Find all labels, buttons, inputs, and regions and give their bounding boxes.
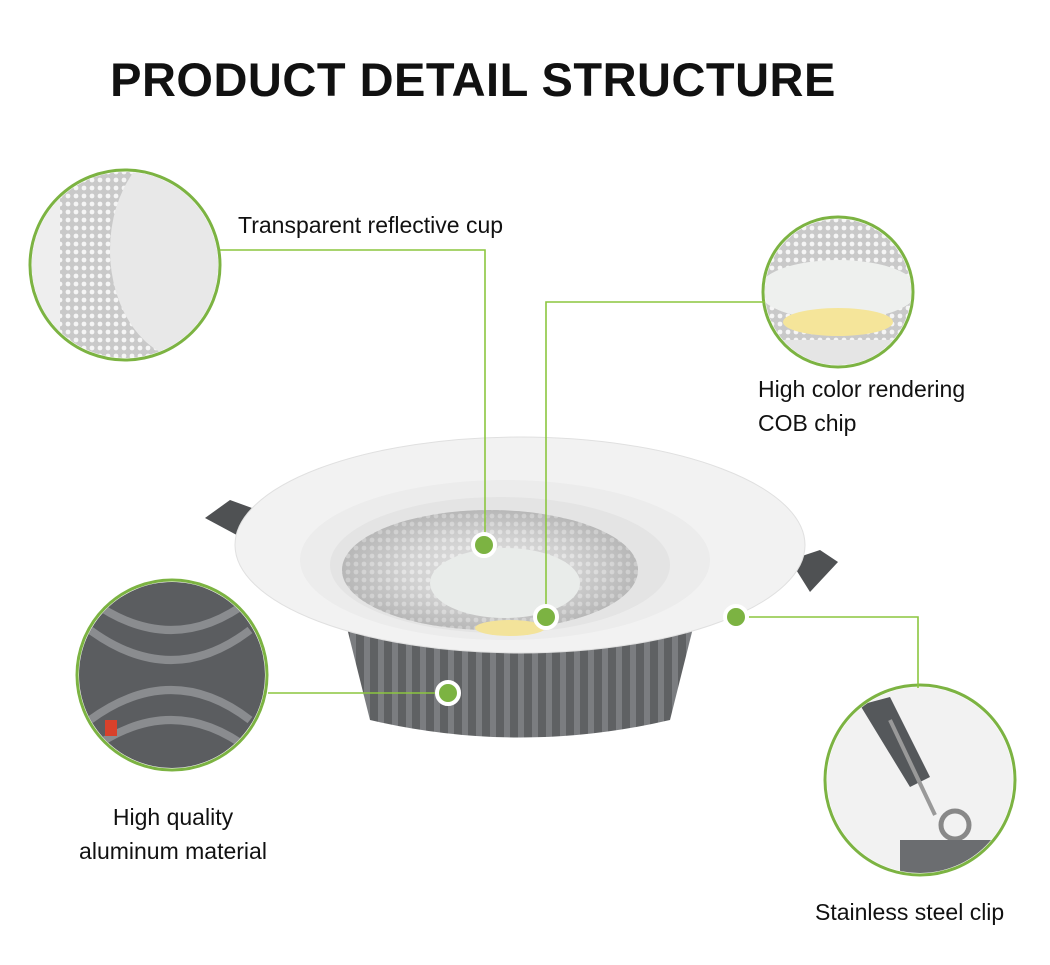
page-title: PRODUCT DETAIL STRUCTURE <box>110 53 836 106</box>
label-cob-line1: High color rendering <box>758 376 966 402</box>
label-alu-line2: aluminum material <box>79 838 267 864</box>
detail-circle-clip <box>823 683 1017 877</box>
callout-dots <box>435 532 749 706</box>
leader-lines <box>220 249 919 694</box>
label-alu-line1: High quality <box>112 804 234 830</box>
detail-circle-heatsink <box>75 578 269 772</box>
lamp-body <box>205 436 838 738</box>
label-aluminum: High quality aluminum material <box>68 800 278 868</box>
label-steel-clip: Stainless steel clip <box>815 899 1005 925</box>
label-cob-line2: COB chip <box>758 410 857 436</box>
label-cob-chip: High color rendering COB chip <box>758 372 965 440</box>
detail-circle-cob <box>761 215 915 369</box>
label-reflective-cup: Transparent reflective cup <box>238 212 504 238</box>
